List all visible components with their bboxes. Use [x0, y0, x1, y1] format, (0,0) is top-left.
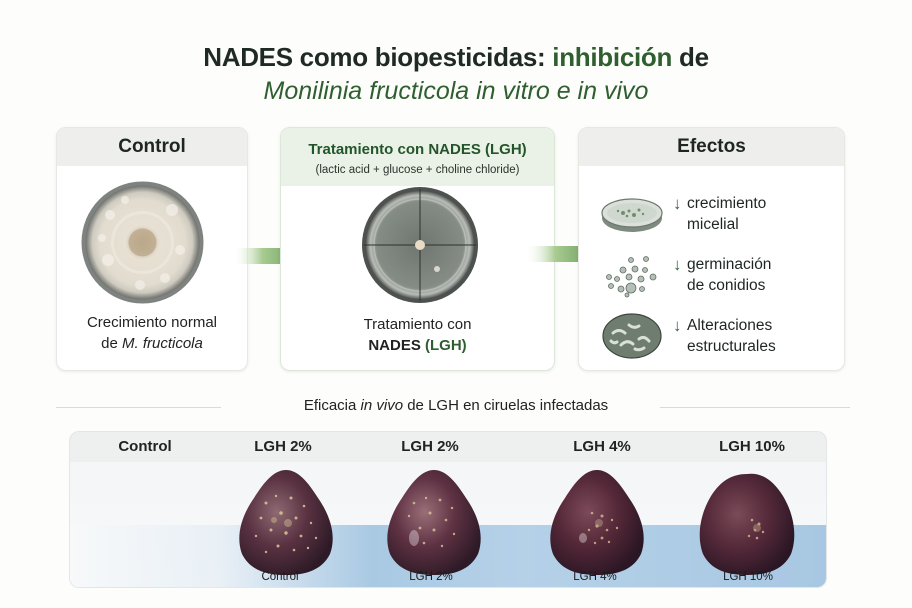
petri-dish-sparse-icon: [601, 191, 663, 237]
treatment-title: Tratamiento con NADES (LGH): [308, 140, 527, 158]
petri-dish-inhibited-icon: [361, 186, 479, 304]
divider-right: [660, 407, 850, 408]
effect-text: ↓ crecimiento micelial: [673, 193, 766, 235]
down-arrow-icon: ↓: [673, 255, 682, 274]
column-header: LGH 10%: [719, 438, 785, 455]
plum-label: LGH 4%: [573, 571, 617, 583]
down-arrow-icon: ↓: [673, 316, 682, 335]
treatment-caption: Tratamiento con NADES (LGH): [281, 314, 554, 356]
species-name: M. fructicola: [122, 335, 203, 352]
control-panel-header: Control: [57, 128, 247, 166]
section-title-post: de LGH en ciruelas infectadas: [403, 397, 609, 414]
caption-lgh: (LGH): [425, 337, 467, 354]
effect-line-1: crecimiento: [687, 195, 767, 212]
effect-item-conidia-germination: ↓ germinación de conidios: [601, 252, 771, 298]
plum-label: Control: [261, 571, 299, 583]
section-title-pre: Eficacia: [303, 397, 361, 414]
in-vivo-panel: Control LGH 2% LGH 2% LGH 4% LGH 10%: [69, 431, 827, 588]
plum-label: LGH 2%: [409, 571, 453, 583]
treatment-subtitle: (lactic acid + glucose + choline chlorid…: [315, 163, 520, 176]
column-header: LGH 2%: [254, 438, 312, 455]
plum-control-image: [236, 468, 336, 581]
effect-line-1: germinación: [687, 256, 772, 273]
column-header: LGH 2%: [401, 438, 459, 455]
plum-label: LGH 10%: [723, 571, 773, 583]
title-green-part: inhibición: [552, 42, 673, 72]
effect-item-structural-alterations: ↓ Alteraciones estructurales: [601, 313, 776, 359]
effect-line-2: micelial: [687, 216, 739, 233]
effects-panel: Efectos ↓ crecimiento micelial: [578, 127, 845, 371]
title-line-2: Monilinia fructicola in vitro e in vivo: [263, 77, 649, 105]
hyphae-structure-icon: [601, 313, 663, 359]
effect-line-2: estructurales: [687, 338, 776, 355]
treatment-caption-line-1: Tratamiento con: [363, 316, 472, 333]
title-dark-part: NADES como biopesticidas:: [203, 42, 553, 72]
effect-line-2: de conidios: [687, 277, 766, 294]
treatment-panel-header: Tratamiento con NADES (LGH) (lactic acid…: [281, 128, 554, 186]
control-panel: Control Cr: [56, 127, 248, 371]
control-caption-line-1: Crecimiento normal: [86, 314, 218, 331]
effects-panel-header: Efectos: [579, 128, 844, 166]
control-caption-line-2: de M. fructicola: [57, 333, 247, 354]
plum-lgh-4-image: [547, 468, 647, 581]
effect-item-mycelial-growth: ↓ crecimiento micelial: [601, 191, 766, 237]
effect-text: ↓ Alteraciones estructurales: [673, 315, 776, 357]
treatment-panel: Tratamiento con NADES (LGH) (lactic acid…: [280, 127, 555, 371]
effect-line-1: Alteraciones: [687, 317, 773, 334]
caption-nades: NADES: [368, 337, 426, 354]
plum-lgh-2-image: [384, 468, 484, 581]
plum-lgh-10-image: [697, 468, 797, 581]
column-header: Control: [118, 438, 172, 455]
treatment-caption-line-2: NADES (LGH): [281, 335, 554, 356]
title-end-part: de: [672, 42, 709, 72]
caption-prefix: de: [101, 335, 122, 352]
section-title-italic: in vivo: [360, 397, 404, 414]
petri-dish-full-growth-icon: [80, 180, 205, 305]
effect-text: ↓ germinación de conidios: [673, 254, 771, 296]
conidia-spores-icon: [601, 252, 663, 298]
control-caption: Crecimiento normal de M. fructicola: [57, 312, 247, 354]
page-title: NADES como biopesticidas: inhibición de …: [56, 40, 856, 108]
title-line-1: NADES como biopesticidas: inhibición de: [56, 40, 856, 74]
down-arrow-icon: ↓: [673, 194, 682, 213]
divider-left: [56, 407, 221, 408]
column-header: LGH 4%: [573, 438, 631, 455]
in-vivo-section-title: Eficacia in vivo de LGH en ciruelas infe…: [0, 397, 912, 414]
